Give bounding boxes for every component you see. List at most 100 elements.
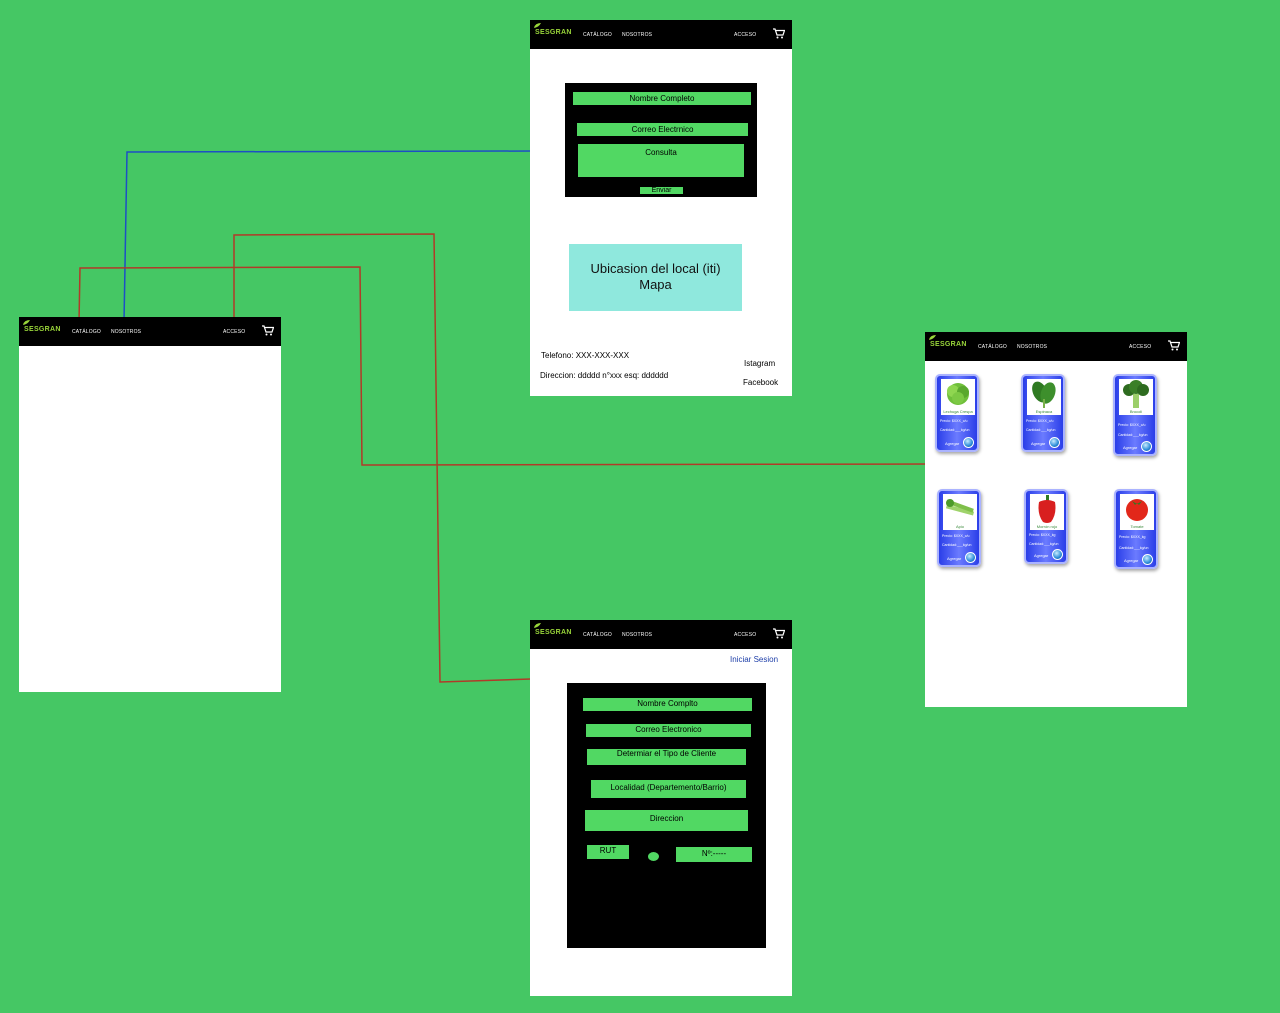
cart-icon[interactable]: [773, 628, 785, 640]
add-label: Agregar: [945, 441, 960, 446]
logo[interactable]: SESGRAN: [23, 320, 61, 333]
add-label: Agregar: [1034, 553, 1049, 558]
direccion-text: Direccion: ddddd n°xxx esq: dddddd: [540, 371, 669, 380]
facebook-link[interactable]: Facebook: [743, 378, 779, 387]
add-label: Agregar: [1123, 445, 1138, 450]
product-qty[interactable]: Cantidad:___kg/un: [1026, 428, 1056, 432]
add-button-icon[interactable]: [963, 437, 974, 448]
celery-icon: [943, 494, 977, 524]
correo-field[interactable]: Correo Electronico: [586, 724, 751, 737]
product-name: Brocoli: [1119, 409, 1153, 415]
add-label: Agregar: [947, 556, 962, 561]
logo[interactable]: SESGRAN: [534, 623, 572, 636]
nav-catalogo[interactable]: CATÁLOGO: [583, 632, 613, 638]
logo-text: SESGRAN: [24, 326, 61, 333]
connector-acceso: [233, 233, 532, 683]
nav-catalogo[interactable]: CATÁLOGO: [583, 32, 613, 38]
numero-field[interactable]: Nº:-----: [676, 847, 752, 862]
logo-text: SESGRAN: [930, 341, 967, 348]
enviar-button[interactable]: Enviar: [640, 187, 683, 194]
logo-text: SESGRAN: [535, 629, 572, 636]
tomato-icon: [1120, 494, 1154, 524]
instagram-link[interactable]: Istagram: [744, 359, 776, 368]
direccion-field[interactable]: Direccion: [585, 810, 748, 831]
pepper-icon: [1030, 494, 1064, 524]
map-placeholder: Ubicasion del local (iti) Mapa: [569, 244, 742, 311]
map-title: Ubicasion del local (iti): [590, 261, 721, 276]
nosotros-screen: SESGRAN CATÁLOGO NOSOTROS ACCESO Nombre …: [530, 20, 792, 396]
telefono-text: Telefono: XXX-XXX-XXX: [541, 351, 630, 360]
product-card[interactable]: Lechuga Crespa Precio: $XXX_c/u Cantidad…: [935, 374, 979, 452]
navbar: SESGRAN CATÁLOGO NOSOTROS ACCESO: [530, 620, 792, 649]
nombre-field[interactable]: Nombre Complto: [583, 698, 752, 711]
add-button-icon[interactable]: [1141, 441, 1152, 452]
connector-catalogo: [78, 266, 931, 466]
consulta-field[interactable]: Consulta: [578, 144, 744, 177]
cart-icon[interactable]: [773, 28, 785, 40]
nav-nosotros[interactable]: NOSOTROS: [1017, 344, 1048, 350]
logo[interactable]: SESGRAN: [929, 335, 967, 348]
logo[interactable]: SESGRAN: [534, 23, 572, 36]
product-name: Lechuga Crespa: [941, 409, 975, 415]
cart-icon[interactable]: [1168, 340, 1180, 352]
logo-text: SESGRAN: [535, 29, 572, 36]
product-name: Espinaca: [1027, 409, 1061, 415]
home-screen: SESGRAN CATÁLOGO NOSOTROS ACCESO: [19, 317, 281, 692]
product-qty[interactable]: Cantidad:___kg/un: [1119, 546, 1149, 550]
nav-nosotros[interactable]: NOSOTROS: [622, 32, 653, 38]
product-name: Tomate: [1120, 524, 1154, 530]
product-card[interactable]: Morrón rojo Precio: $XXX_kg Cantidad:___…: [1024, 489, 1068, 564]
product-card[interactable]: Espinaca Precio: $XXX_c/u Cantidad:___kg…: [1021, 374, 1065, 452]
nav-nosotros[interactable]: NOSOTROS: [111, 329, 142, 335]
catalog-screen: SESGRAN CATÁLOGO NOSOTROS ACCESO Lechuga…: [925, 332, 1187, 707]
connector-nosotros: [123, 150, 535, 323]
product-card[interactable]: Tomate Precio: $XXX_kg Cantidad:___kg/un…: [1114, 489, 1158, 569]
product-name: Morrón rojo: [1030, 524, 1064, 530]
leaf-icon: [534, 23, 541, 28]
add-button-icon[interactable]: [1052, 549, 1063, 560]
radio-dot[interactable]: [648, 852, 659, 861]
nav-acceso[interactable]: ACCESO: [734, 632, 757, 638]
nav-catalogo[interactable]: CATÁLOGO: [72, 329, 102, 335]
product-price: Precio: $XXX_c/u: [942, 534, 970, 538]
product-price: Precio: $XXX_kg: [1119, 535, 1146, 539]
acceso-screen: SESGRAN CATÁLOGO NOSOTROS ACCESO Iniciar…: [530, 620, 792, 996]
lettuce-icon: [941, 379, 975, 409]
register-form: Nombre Complto Correo Electronico Determ…: [567, 683, 766, 948]
product-qty[interactable]: Cantidad:___kg/un: [942, 543, 972, 547]
nav-nosotros[interactable]: NOSOTROS: [622, 632, 653, 638]
leaf-icon: [23, 320, 30, 325]
nav-acceso[interactable]: ACCESO: [223, 329, 246, 335]
add-label: Agregar: [1124, 558, 1139, 563]
cart-icon[interactable]: [262, 325, 274, 337]
product-card[interactable]: Brocoli Precio: $XXX_c/u Cantidad:___kg/…: [1113, 374, 1157, 456]
nombre-field[interactable]: Nombre Completo: [573, 92, 751, 105]
product-price: Precio: $XXX_c/u: [1026, 419, 1054, 423]
spinach-icon: [1027, 379, 1061, 409]
broccoli-icon: [1119, 379, 1153, 409]
product-card[interactable]: Apio Precio: $XXX_c/u Cantidad:___kg/un …: [937, 489, 981, 567]
localidad-field[interactable]: Localidad (Departemento/Barrio): [591, 780, 746, 798]
rut-button[interactable]: RUT: [587, 845, 629, 859]
product-price: Precio: $XXX_kg: [1029, 533, 1056, 537]
add-button-icon[interactable]: [965, 552, 976, 563]
nav-acceso[interactable]: ACCESO: [1129, 344, 1152, 350]
add-label: Agregar: [1031, 441, 1046, 446]
contact-form: Nombre Completo Correo Electrnico Consul…: [565, 83, 757, 197]
navbar: SESGRAN CATÁLOGO NOSOTROS ACCESO: [530, 20, 792, 49]
iniciar-sesion-link[interactable]: Iniciar Sesion: [730, 655, 779, 664]
leaf-icon: [534, 623, 541, 628]
correo-field[interactable]: Correo Electrnico: [577, 123, 748, 136]
product-qty[interactable]: Cantidad:___kg/un: [940, 428, 970, 432]
navbar: SESGRAN CATÁLOGO NOSOTROS ACCESO: [19, 317, 281, 346]
product-qty[interactable]: Cantidad:___kg/un: [1118, 433, 1148, 437]
nav-catalogo[interactable]: CATÁLOGO: [978, 344, 1008, 350]
leaf-icon: [929, 335, 936, 340]
nav-acceso[interactable]: ACCESO: [734, 32, 757, 38]
tipo-cliente-field[interactable]: Determiar el Tipo de Cliente: [587, 749, 746, 765]
product-qty[interactable]: Cantidad:___kg/un: [1029, 542, 1059, 546]
product-price: Precio: $XXX_c/u: [1118, 423, 1146, 427]
add-button-icon[interactable]: [1049, 437, 1060, 448]
add-button-icon[interactable]: [1142, 554, 1153, 565]
